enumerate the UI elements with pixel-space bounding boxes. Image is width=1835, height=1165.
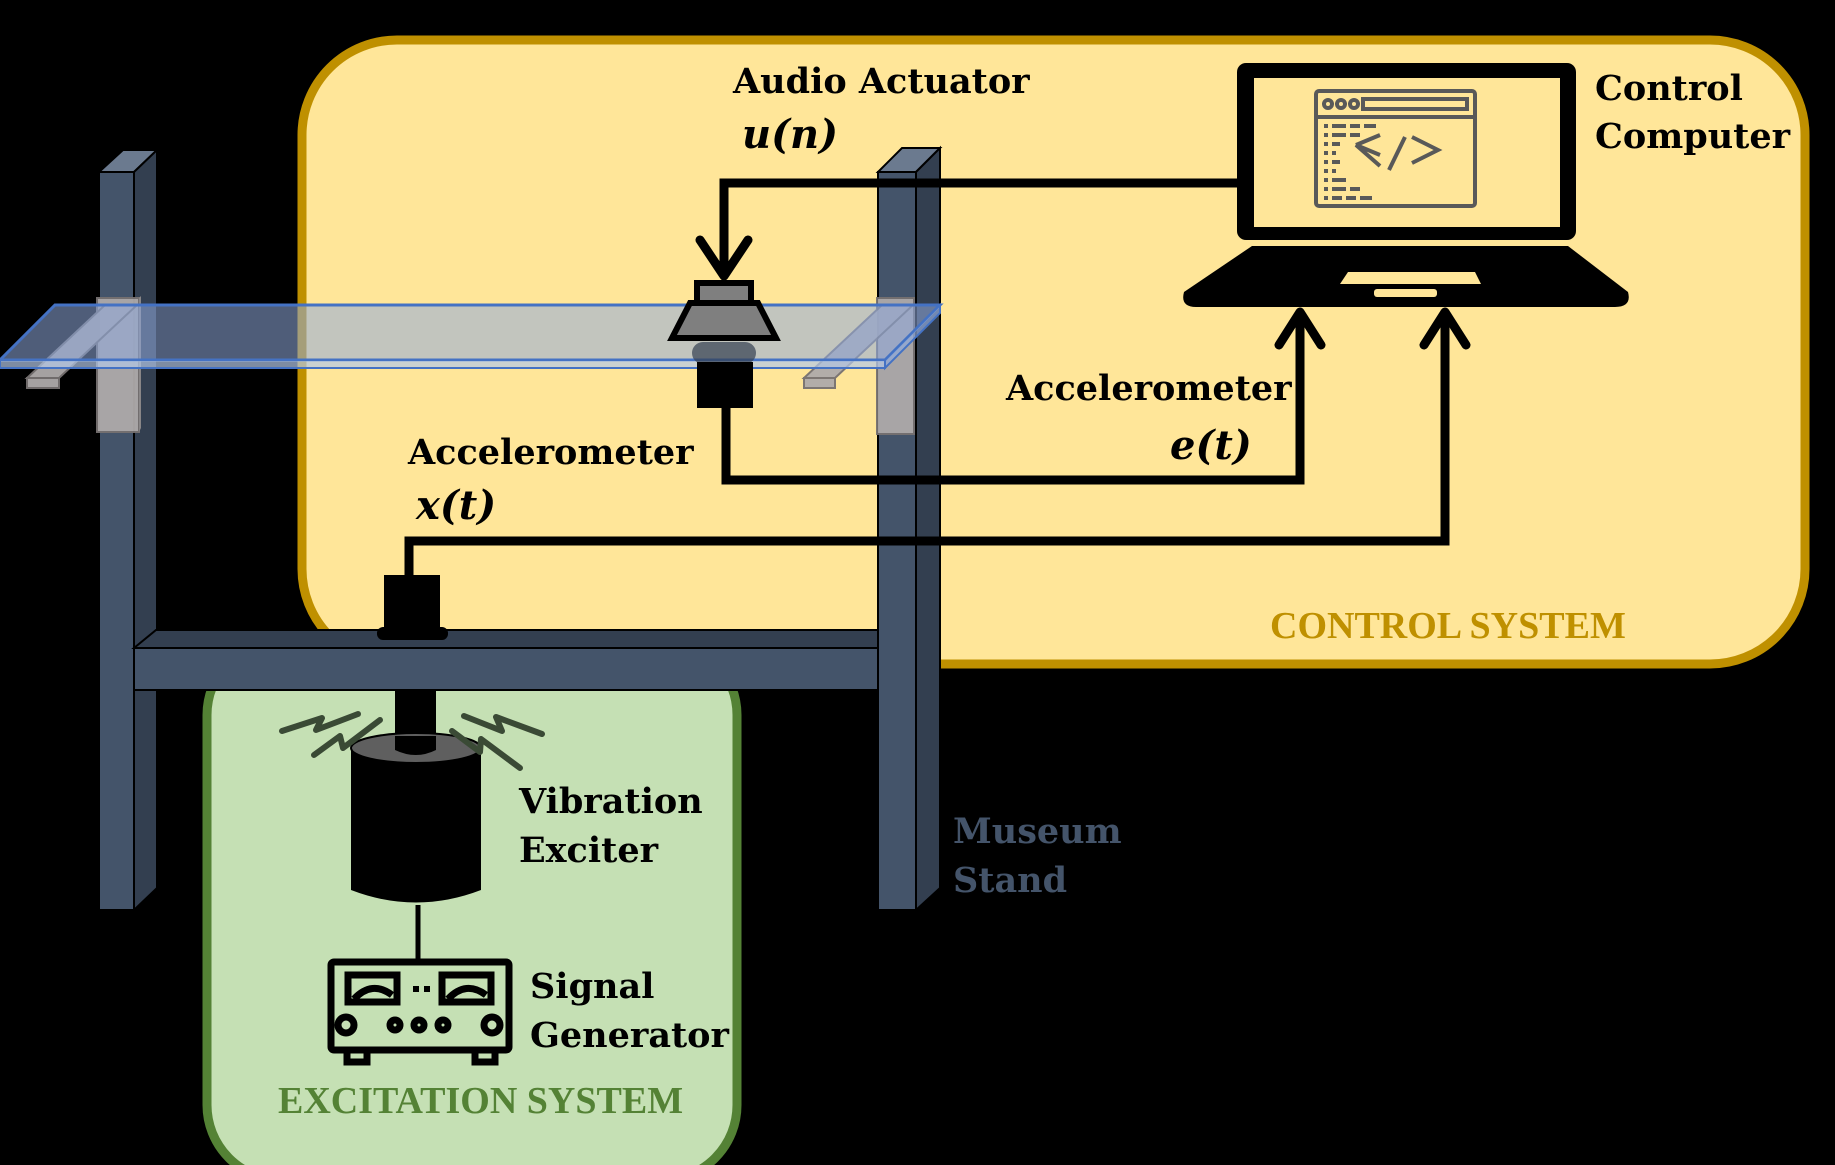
- code-lines-icon: [1324, 124, 1376, 200]
- signal-generator-icon: [327, 958, 513, 1066]
- stand-right-post: [875, 145, 943, 913]
- wire-e-t: [721, 307, 1326, 485]
- u-n-signal-label: u(n): [742, 111, 838, 158]
- control-computer-label-line2: Computer: [1595, 116, 1791, 157]
- audio-actuator-icon: [667, 280, 781, 364]
- glass-panel: [0, 302, 944, 371]
- museum-stand-label-line2: Stand: [953, 860, 1067, 901]
- vibration-exciter-label-line1: Vibration: [518, 781, 703, 822]
- excitation-system-label: EXCITATION SYSTEM: [278, 1080, 683, 1122]
- error-accelerometer-label: Accelerometer: [1005, 368, 1292, 409]
- vibration-exciter-label-line2: Exciter: [519, 830, 659, 871]
- wire-x-t: [404, 307, 1471, 576]
- code-window-icon: [1314, 89, 1477, 208]
- audio-actuator-label: Audio Actuator: [732, 61, 1030, 102]
- stand-left-post: [96, 147, 160, 913]
- vibration-waves-icon: [279, 711, 545, 771]
- vibration-exciter-icon: [350, 690, 482, 960]
- signal-generator-label-line2: Generator: [530, 1015, 730, 1056]
- x-t-signal-label: x(t): [415, 482, 496, 529]
- control-computer-label-line1: Control: [1595, 68, 1743, 109]
- reference-accelerometer-label: Accelerometer: [407, 432, 694, 473]
- signal-generator-label-line1: Signal: [530, 966, 654, 1007]
- control-system-label: CONTROL SYSTEM: [1270, 605, 1626, 647]
- error-accelerometer-icon: [697, 362, 753, 408]
- stand-beam: [131, 629, 879, 691]
- reference-accelerometer-icon: [377, 575, 448, 640]
- wire-u-n: [695, 178, 1240, 281]
- signal-generator-dots: [413, 986, 430, 992]
- museum-stand-label-line1: Museum: [953, 811, 1122, 852]
- e-t-signal-label: e(t): [1170, 422, 1252, 469]
- control-computer-icon: [1183, 63, 1629, 307]
